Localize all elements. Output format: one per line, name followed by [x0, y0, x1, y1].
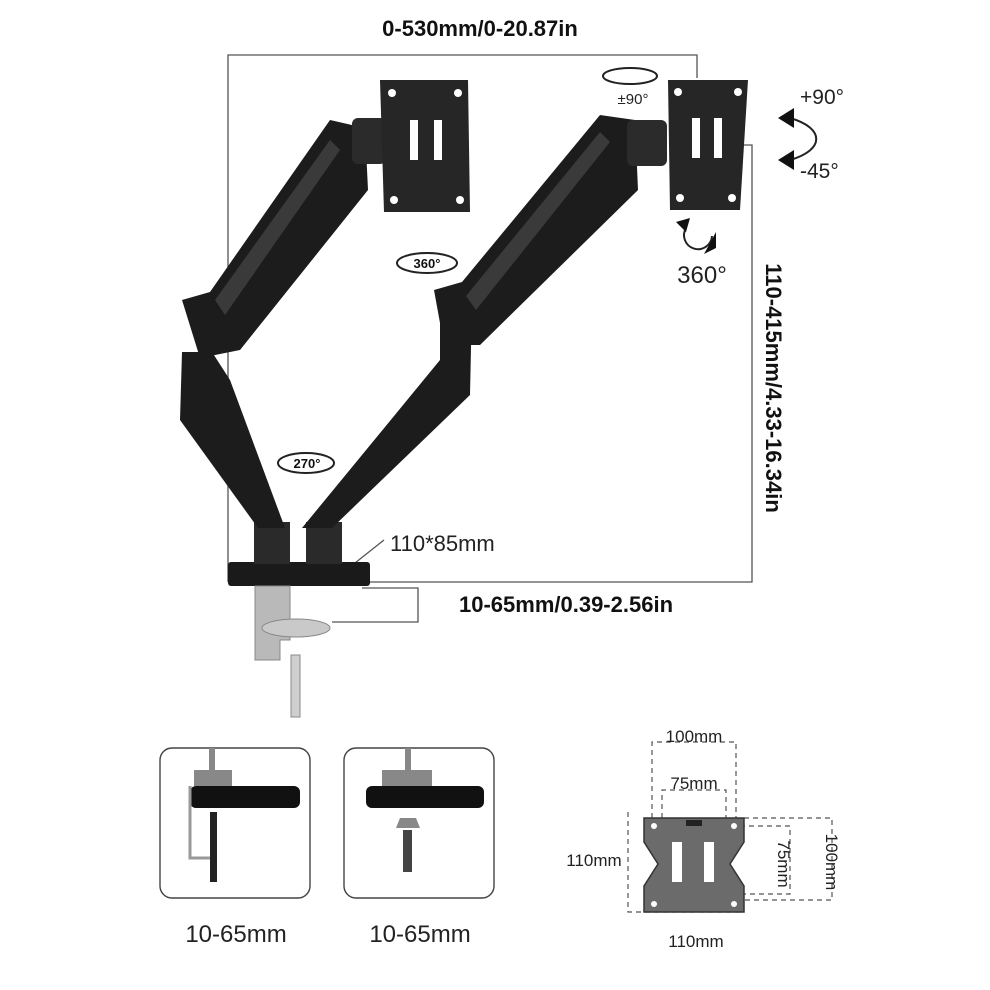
reach-dimension: 0-530mm/0-20.87in: [227, 16, 698, 582]
rotation-360-elbow-label: 360°: [414, 256, 441, 271]
rotation-360-elbow: 360°: [396, 252, 458, 274]
right-pole: [306, 522, 342, 564]
rotation-270: 270°: [277, 452, 335, 474]
rotate-360-label: 360°: [677, 262, 727, 289]
vesa-left-label: 110mm: [566, 851, 621, 870]
base-plate: [228, 562, 370, 586]
swivel-rotation: ±90°: [602, 67, 658, 108]
monitor-arm: [180, 80, 748, 718]
left-vesa-plate: [380, 80, 470, 212]
clamp-dimension: 10-65mm/0.39-2.56in: [332, 587, 673, 623]
rotation-270-label: 270°: [294, 456, 321, 471]
left-lower-arm: [180, 352, 285, 528]
height-dimension: 110-415mm/4.33-16.34in: [360, 144, 786, 583]
rotate-360: 360°: [676, 218, 727, 289]
grommet-mount-option: 10-65mm: [343, 747, 495, 948]
vesa-bottom-label: 110mm: [668, 932, 723, 951]
clamp-mount-option: 10-65mm: [159, 747, 311, 948]
clamp-thickness-label: 10-65mm/0.39-2.56in: [459, 592, 673, 617]
tilt-rotation: +90° -45°: [778, 86, 844, 183]
swivel-label: ±90°: [618, 91, 649, 108]
grommet-mount-label: 10-65mm: [369, 921, 470, 948]
height-label: 110-415mm/4.33-16.34in: [761, 263, 786, 513]
clamp-mount-label: 10-65mm: [185, 921, 286, 948]
vesa-right-inner-label: 75mm: [774, 840, 793, 887]
tilt-down-label: -45°: [800, 160, 839, 183]
clamp-screw: [290, 654, 301, 718]
tilt-up-label: +90°: [800, 86, 844, 109]
right-tilt-joint: [627, 120, 667, 166]
base-size-callout: 110*85mm: [354, 531, 495, 564]
reach-label: 0-530mm/0-20.87in: [382, 16, 578, 41]
left-pole: [254, 522, 290, 564]
right-vesa-plate: [668, 80, 748, 210]
vesa-top-inner-label: 75mm: [670, 774, 717, 793]
vesa-right-outer-label: 100mm: [822, 834, 841, 891]
vesa-plate: [643, 817, 745, 913]
right-upper-arm-shade: [466, 132, 610, 310]
vesa-diagram: 100mm 75mm 110mm 110mm 75mm 100mm: [566, 727, 841, 951]
left-tilt-joint: [352, 118, 386, 164]
base-size-label: 110*85mm: [390, 531, 495, 556]
left-upper-arm-shade: [215, 140, 340, 315]
clamp-pad: [261, 618, 331, 638]
vesa-top-outer-label: 100mm: [666, 727, 723, 746]
